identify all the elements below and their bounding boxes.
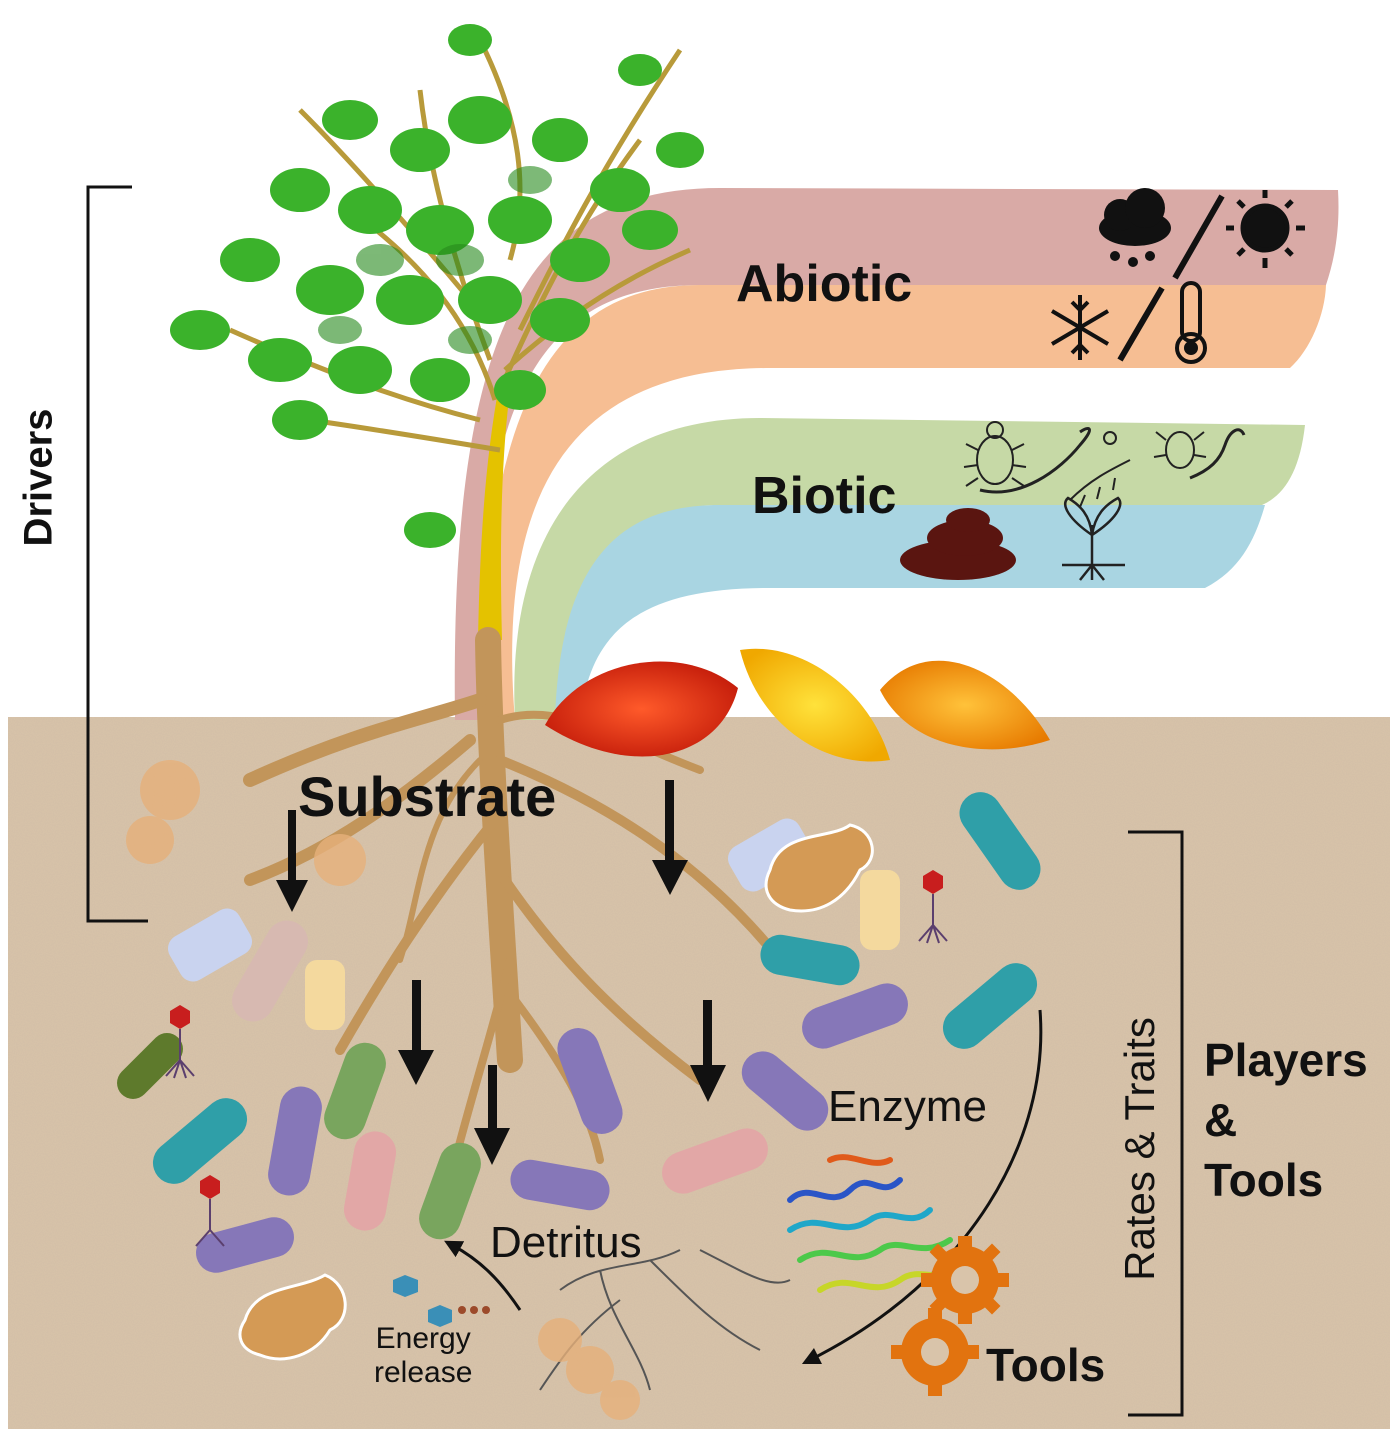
gear-icon [891, 1236, 1009, 1396]
substrate-label: Substrate [298, 765, 557, 828]
tree [170, 24, 704, 640]
bacteriophage-icon [165, 870, 948, 1247]
amoeba-icon [238, 823, 874, 1361]
enzyme-label: Enzyme [828, 1082, 987, 1131]
fallen-leaves [545, 648, 1050, 762]
rates-traits-label: Rates & Traits [1116, 1017, 1163, 1281]
energy-release-label: Energy release [374, 1322, 472, 1390]
drivers-bracket [86, 185, 148, 923]
abiotic-label: Abiotic [736, 255, 913, 313]
roots [243, 627, 785, 1184]
slash-divider [1172, 194, 1225, 280]
biotic-label: Biotic [752, 467, 897, 525]
detritus-particles [126, 760, 640, 1420]
players-bracket [1128, 830, 1184, 1417]
energy-molecule-icon [393, 1275, 490, 1327]
snowflake-icon [1050, 295, 1110, 360]
worm-icon [979, 427, 1091, 494]
drivers-label: Drivers [16, 408, 61, 547]
biotic-bands [514, 418, 1305, 720]
tools-label: Tools [986, 1339, 1106, 1391]
energy-arrow [444, 1240, 522, 1311]
earthworm-icon [1189, 428, 1246, 480]
players-tools-label: Players & Tools [1204, 1030, 1368, 1210]
seedling-icon [1062, 496, 1125, 581]
process-arrow [801, 1009, 1043, 1365]
soil-pile-icon [900, 508, 1016, 580]
substrate-arrows [276, 780, 726, 1165]
mite-icon [1153, 431, 1207, 469]
protein-structure-icon [787, 1154, 963, 1293]
players-line1: Players [1204, 1034, 1368, 1086]
microbes [117, 792, 1041, 1273]
beetle-icon [963, 421, 1027, 487]
thermometer-icon [1175, 281, 1207, 364]
slash-divider [1117, 286, 1165, 362]
sun-icon [1226, 190, 1305, 268]
detritus-label: Detritus [490, 1218, 642, 1267]
springtail-icon [1069, 431, 1131, 508]
players-line3: Tools [1204, 1154, 1324, 1206]
energy-line2: release [374, 1356, 473, 1389]
rain-cloud-icon [1099, 188, 1171, 267]
detritus-icon [539, 1249, 791, 1391]
energy-line1: Energy [375, 1322, 471, 1355]
players-line2: & [1204, 1094, 1238, 1146]
